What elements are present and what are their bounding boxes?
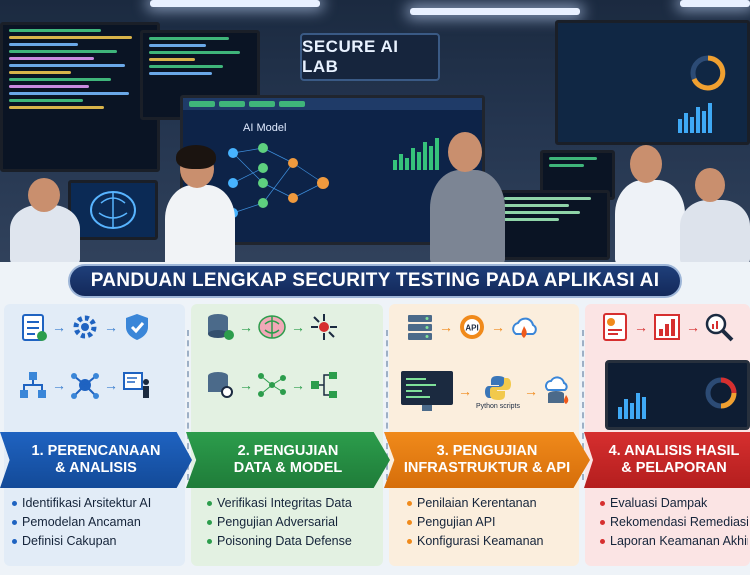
step2-icons-row1: → →: [205, 312, 339, 342]
code-monitor-left: [0, 22, 160, 172]
person-head: [28, 178, 60, 212]
brain-monitor: [68, 180, 158, 240]
dashboard-monitor-right: [555, 20, 750, 145]
person-head: [448, 132, 482, 172]
database-search-icon: [208, 372, 233, 398]
bar-chart-icon: [654, 314, 680, 340]
network-node-icon: [71, 373, 99, 399]
report-icon: [603, 313, 627, 341]
gauge-icon: [690, 55, 726, 91]
person-presenter: [430, 170, 505, 265]
column-divider: [386, 330, 388, 480]
cloud-db-fire-icon: [545, 376, 569, 404]
step2-icons-row2: → →: [205, 370, 339, 400]
api-label: API: [465, 324, 478, 333]
presenter-icon: [123, 372, 149, 398]
step4-icons-row1: → →: [600, 312, 734, 342]
api-gear-icon: API: [460, 315, 484, 339]
bullet-item: Verifikasi Integritas Data: [205, 494, 352, 513]
lab-scene: SECURE AI LAB AI Model: [0, 0, 750, 268]
dashboard-bars: [618, 393, 646, 419]
bullet-item: Poisoning Data Defense: [205, 532, 352, 551]
step-4-ribbon: 4. ANALISIS HASIL & PELAPORAN: [584, 432, 750, 488]
step-1-bullets: Identifikasi Arsitektur AI Pemodelan Anc…: [10, 494, 151, 551]
person-woman: [165, 185, 235, 268]
server-icon: [408, 315, 432, 340]
person-far-right: [680, 200, 750, 265]
person-right: [615, 180, 685, 265]
main-title-banner: PANDUAN LENGKAP SECURITY TESTING PADA AP…: [68, 264, 682, 298]
bullet-item: Evaluasi Dampak: [598, 494, 748, 513]
person-head: [695, 168, 725, 202]
column-divider: [582, 330, 584, 480]
column-divider: [187, 330, 189, 480]
terminal-icon: [401, 371, 453, 411]
screen-bar-chart: [393, 138, 439, 170]
neural-network-icon: [258, 373, 286, 397]
flowchart-icon: [311, 372, 337, 398]
ceiling-light: [150, 0, 320, 7]
python-scripts-label: Python scripts: [476, 402, 520, 410]
step-1-title: 1. PERENCANAAN: [31, 443, 161, 459]
bullet-item: Laporan Keamanan Akhir: [598, 532, 748, 551]
cloud-fire-icon: [512, 317, 537, 338]
step-2-ribbon: 2. PENGUJIAN DATA & MODEL: [186, 432, 390, 488]
bullet-item: Rekomendasi Remediasi: [598, 513, 748, 532]
brain-icon: [90, 191, 136, 229]
step-1-subtitle: & ANALISIS: [55, 460, 137, 476]
step3-icons-row1: → API →: [405, 312, 539, 342]
python-scripts-group: Python scripts: [476, 373, 520, 410]
bullet-item: Konfigurasi Keamanan: [405, 532, 543, 551]
checklist-icon: [22, 314, 47, 341]
step3-icons-row2: → Python scripts →: [400, 370, 572, 412]
python-scripts-icon: [484, 375, 511, 400]
step1-icons-row1: → →: [18, 312, 152, 342]
cube-network-icon: [20, 372, 46, 398]
step-4-title: 4. ANALISIS HASIL: [608, 443, 740, 459]
shield-check-icon: [126, 314, 148, 340]
step-2-bullets: Verifikasi Integritas Data Pengujian Adv…: [205, 494, 352, 551]
step-3-ribbon: 3. PENGUJIAN INFRASTRUKTUR & API: [384, 432, 590, 488]
bullet-item: Penilaian Kerentanan: [405, 494, 543, 513]
person-hair: [176, 145, 216, 169]
person-head: [630, 145, 662, 183]
database-gear-icon: [208, 314, 234, 340]
step-4-subtitle: & PELAPORAN: [621, 460, 727, 476]
gear-icon: [73, 315, 97, 339]
target-arrows-icon: [311, 314, 337, 340]
ai-model-title: AI Model: [243, 122, 287, 134]
bullet-item: Definisi Cakupan: [10, 532, 151, 551]
step-4-bullets: Evaluasi Dampak Rekomendasi Remediasi La…: [598, 494, 748, 551]
step-2-title: 2. PENGUJIAN: [237, 443, 339, 459]
neural-network-diagram: [228, 143, 329, 218]
dashboard-gauge-icon: [705, 377, 737, 409]
person-left: [10, 205, 80, 265]
bullet-item: Pengujian Adversarial: [205, 513, 352, 532]
bullet-item: Identifikasi Arsitektur AI: [10, 494, 151, 513]
screen-tabbar: [183, 98, 482, 110]
magnifier-chart-icon: [705, 313, 734, 342]
lab-sign: SECURE AI LAB: [300, 33, 440, 81]
terminal-monitor: [495, 190, 610, 260]
step-3-title: 3. PENGUJIAN: [436, 443, 538, 459]
ceiling-light: [410, 8, 580, 15]
right-bar-chart: [678, 103, 712, 133]
step-2-subtitle: DATA & MODEL: [233, 460, 343, 476]
step1-icons-row2: → →: [18, 370, 152, 400]
brain-icon: [258, 315, 286, 339]
bullet-item: Pemodelan Ancaman: [10, 513, 151, 532]
step-3-subtitle: INFRASTRUKTUR & API: [403, 460, 571, 476]
step-1-ribbon: 1. PERENCANAAN & ANALISIS: [0, 432, 192, 488]
infographic-panel: PANDUAN LENGKAP SECURITY TESTING PADA AP…: [0, 262, 750, 575]
ceiling-light: [680, 0, 750, 7]
dashboard-monitor-icon: [605, 360, 750, 430]
step-3-bullets: Penilaian Kerentanan Pengujian API Konfi…: [405, 494, 543, 551]
bullet-item: Pengujian API: [405, 513, 543, 532]
